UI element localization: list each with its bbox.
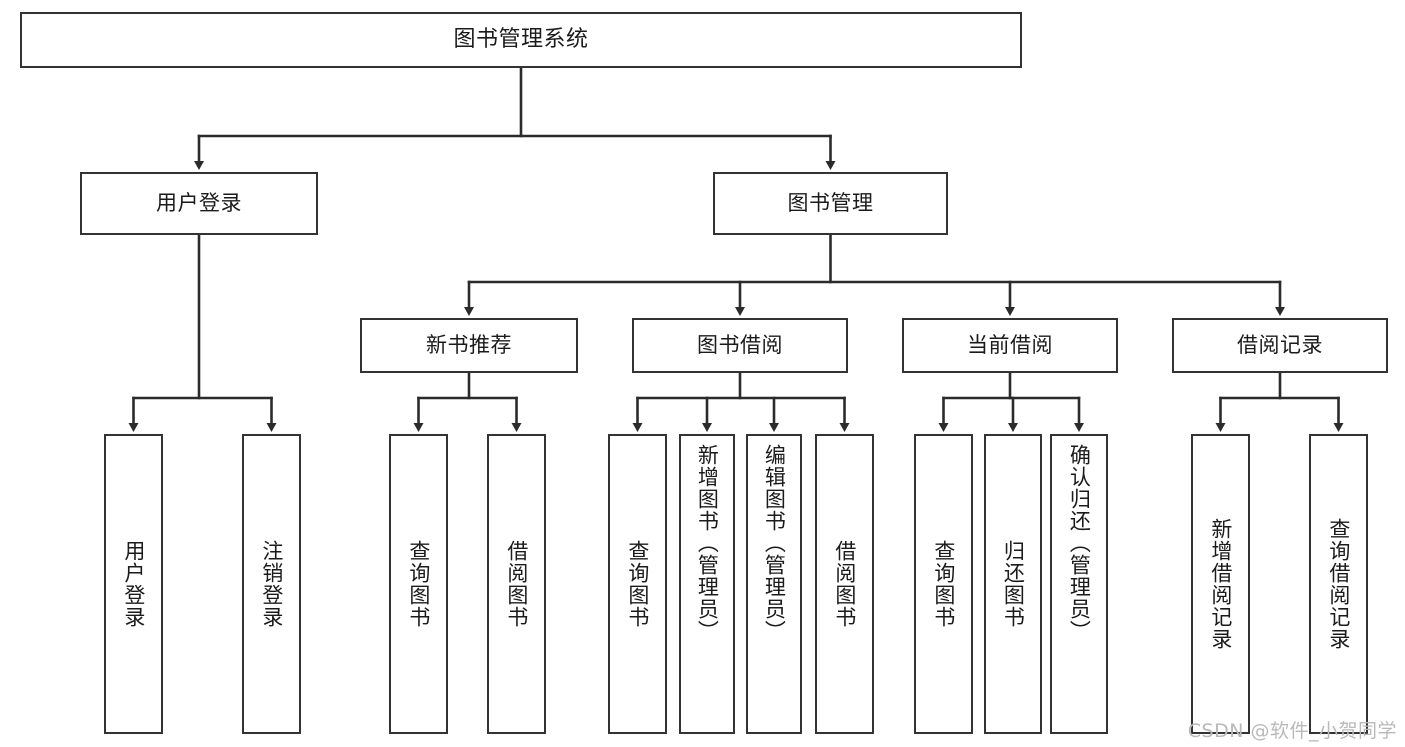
node-label: 查询图书 xyxy=(625,540,650,628)
node-label: 借阅图书 xyxy=(504,540,529,628)
node-borrow-record[interactable]: 借阅记录 xyxy=(1172,318,1388,373)
node-label: 确认归还（管理员） xyxy=(1067,444,1092,642)
node-leaf-add-book[interactable]: 新增图书（管理员） xyxy=(679,434,735,734)
node-book-borrow[interactable]: 图书借阅 xyxy=(632,318,848,373)
node-leaf-query-book-1[interactable]: 查询图书 xyxy=(389,434,448,734)
node-leaf-add-record[interactable]: 新增借阅记录 xyxy=(1191,434,1250,734)
node-label: 图书管理 xyxy=(787,190,874,215)
node-root[interactable]: 图书管理系统 xyxy=(20,12,1022,68)
node-leaf-borrow-book-1[interactable]: 借阅图书 xyxy=(487,434,546,734)
node-leaf-logout[interactable]: 注销登录 xyxy=(242,434,301,734)
node-leaf-borrow-book-2[interactable]: 借阅图书 xyxy=(815,434,874,734)
node-new-book-rec[interactable]: 新书推荐 xyxy=(360,318,578,373)
node-label: 图书借阅 xyxy=(697,332,783,357)
node-label: 借阅图书 xyxy=(832,540,857,628)
node-leaf-user-login[interactable]: 用户登录 xyxy=(104,434,163,734)
node-label: 编辑图书（管理员） xyxy=(762,444,787,642)
node-label: 查询图书 xyxy=(406,540,431,628)
node-label: 当前借阅 xyxy=(967,332,1053,357)
node-current-borrow[interactable]: 当前借阅 xyxy=(902,318,1118,373)
node-user-login[interactable]: 用户登录 xyxy=(80,172,318,235)
node-book-manage[interactable]: 图书管理 xyxy=(713,172,948,235)
node-leaf-confirm-return[interactable]: 确认归还（管理员） xyxy=(1050,434,1108,734)
node-label: 查询借阅记录 xyxy=(1326,518,1351,650)
watermark-text: CSDN @软件_小贺同学 xyxy=(1187,720,1397,742)
node-leaf-return-book[interactable]: 归还图书 xyxy=(984,434,1042,734)
node-label: 归还图书 xyxy=(1001,540,1026,628)
node-leaf-query-record[interactable]: 查询借阅记录 xyxy=(1309,434,1368,734)
node-label: 新增借阅记录 xyxy=(1208,518,1233,650)
node-label: 图书管理系统 xyxy=(453,26,589,52)
node-label: 新书推荐 xyxy=(426,332,512,357)
node-label: 用户登录 xyxy=(121,540,146,628)
node-label: 新增图书（管理员） xyxy=(695,444,720,642)
node-label: 查询图书 xyxy=(931,540,956,628)
node-leaf-query-book-3[interactable]: 查询图书 xyxy=(914,434,973,734)
node-leaf-query-book-2[interactable]: 查询图书 xyxy=(608,434,667,734)
node-label: 注销登录 xyxy=(259,540,284,628)
node-leaf-edit-book[interactable]: 编辑图书（管理员） xyxy=(746,434,802,734)
node-label: 借阅记录 xyxy=(1237,332,1323,357)
node-label: 用户登录 xyxy=(156,190,242,215)
